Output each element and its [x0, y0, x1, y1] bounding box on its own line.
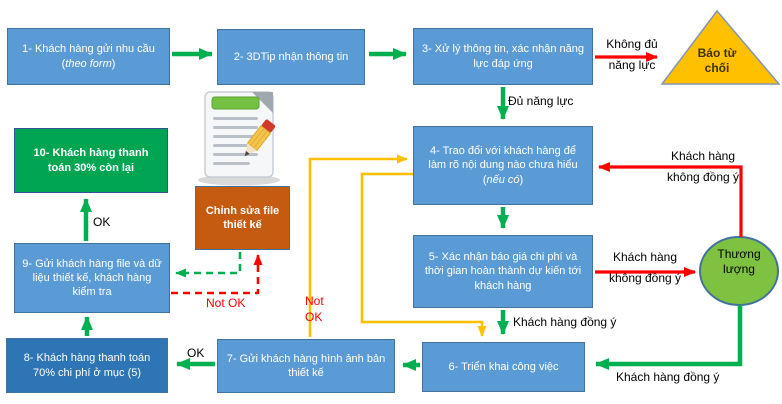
- step-2-box: 2- 3DTip nhận thông tin: [217, 29, 365, 85]
- yellow-arrows: [308, 154, 487, 337]
- step-4-box: 4- Trao đổi với khách hàng để làm rõ nội…: [413, 126, 593, 205]
- label-ok-step7-step8: OK: [187, 346, 205, 360]
- notepad-pencil-icon: [198, 91, 280, 186]
- step-9-box: 9- Gửi khách hàng file và dữ liệu thiết …: [14, 243, 170, 313]
- label-not-ok-dashed: Not OK: [206, 296, 246, 310]
- label-ok-step9-step10: OK: [93, 215, 111, 229]
- step-8-label: 8- Khách hàng thanh toán 70% chi phí ở m…: [23, 352, 151, 379]
- step-5-box: 5- Xác nhận báo giá chi phí và thời gian…: [413, 235, 593, 308]
- reject-triangle-shape: [660, 9, 781, 85]
- step-3-label: 3- Xử lý thông tin, xác nhận năng lực đá…: [421, 43, 585, 70]
- step-3-box: 3- Xử lý thông tin, xác nhận năng lực đá…: [413, 28, 593, 85]
- step-6-label: 6- Triển khai công việc: [448, 360, 559, 373]
- label-not-enough-capacity: Không đủ năng lực: [606, 37, 658, 72]
- step-7-label: 7- Gửi khách hàng hình ảnh bản thiết kế: [226, 352, 386, 379]
- step-7-box: 7- Gửi khách hàng hình ảnh bản thiết kế: [217, 339, 395, 393]
- label-customer-agree-negotiate: Khách hàng đồng ý: [616, 370, 720, 384]
- step-1-box: 1- Khách hàng gửi nhu cầu (theo form): [7, 28, 170, 85]
- label-customer-disagree-mid: Khách hàng không đồng ý: [608, 250, 682, 285]
- notepad-green-header: [211, 96, 260, 110]
- pencil-icon: [244, 119, 276, 157]
- edit-design-box: Chỉnh sửa file thiết kế: [195, 186, 290, 250]
- arrow-step9-edit-dashed: [171, 254, 263, 295]
- arrow-step7-step4-notok: [308, 154, 408, 337]
- step-8-box: 8- Khách hàng thanh toán 70% chi phí ở m…: [6, 338, 168, 393]
- label-customer-agree-step5: Khách hàng đồng ý: [513, 315, 617, 329]
- edit-design-label: Chỉnh sửa file thiết kế: [205, 204, 280, 231]
- step-1-label: 1- Khách hàng gửi nhu cầu (theo form): [22, 43, 155, 70]
- arrow-step4-step6: [360, 172, 487, 337]
- step-2-label: 2- 3DTip nhận thông tin: [233, 50, 349, 63]
- step-10-box: 10- Khách hàng thanh toán 30% còn lại: [14, 128, 168, 193]
- step-6-box: 6- Triển khai công việc: [422, 342, 585, 392]
- label-not-ok-vertical: Not OK: [305, 294, 324, 325]
- green-arrows: [80, 48, 743, 371]
- label-enough-capacity: Đủ năng lực: [508, 94, 574, 108]
- arrow-negotiate-step4: [598, 162, 743, 237]
- arrow-negotiate-step6: [595, 305, 743, 370]
- negotiate-ellipse-label: Thương lượng: [717, 247, 761, 276]
- step-9-label: 9- Gửi khách hàng file và dữ liệu thiết …: [22, 257, 162, 299]
- step-5-label: 5- Xác nhận báo giá chi phí và thời gian…: [424, 251, 582, 292]
- step-10-label: 10- Khách hàng thanh toán 30% còn lại: [33, 147, 149, 174]
- arrow-edit-step9-dashed: [175, 252, 242, 278]
- reject-triangle-label: Báo từ chối: [697, 46, 737, 75]
- label-customer-disagree-top: Khách hàng không đồng ý: [666, 149, 740, 184]
- red-arrows: [595, 52, 743, 277]
- step-4-label: 4- Trao đổi với khách hàng để làm rõ nội…: [428, 145, 578, 186]
